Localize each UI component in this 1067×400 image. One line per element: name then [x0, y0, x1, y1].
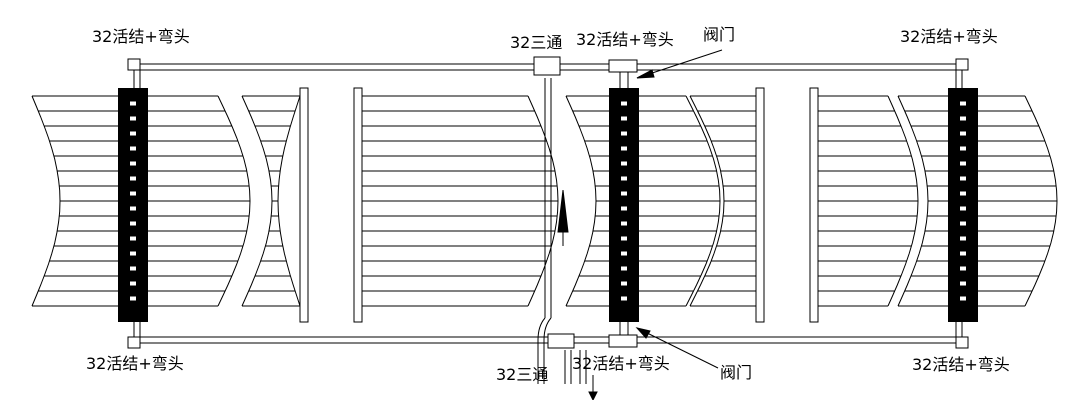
manifold-port [621, 101, 627, 106]
manifold-port [960, 101, 966, 106]
bundle-2 [241, 95, 301, 307]
manifold-port [130, 161, 136, 166]
manifold-port [621, 296, 627, 301]
manifold-port [130, 146, 136, 151]
manifold-3 [948, 88, 978, 322]
flow-arrows [557, 69, 655, 400]
manifold-port [621, 176, 627, 181]
manifold-port [960, 116, 966, 121]
manifold-port [621, 146, 627, 151]
tube-end-left [31, 95, 61, 307]
manifold-2 [609, 88, 639, 322]
label-valve-bottom: 阀门 [720, 363, 752, 382]
manifolds [118, 88, 978, 322]
end-plate [299, 87, 309, 323]
manifold-port [960, 221, 966, 226]
tube-end-right [1024, 95, 1058, 307]
manifold-port [960, 236, 966, 241]
manifold-port [130, 266, 136, 271]
valve-bottom-arrowhead [635, 327, 651, 339]
top-valve [608, 59, 638, 73]
label-union-elbow-top-mid: 32活结+弯头 [576, 30, 674, 49]
manifold-port [960, 296, 966, 301]
manifold-port [621, 131, 627, 136]
labels: 32活结+弯头 32三通 32活结+弯头 阀门 32活结+弯头 32活结+弯头 … [86, 25, 1010, 384]
manifold-port [960, 146, 966, 151]
manifold-port [621, 251, 627, 256]
tube-end-right [527, 95, 559, 307]
manifold-port [130, 131, 136, 136]
end-plate [809, 87, 819, 323]
manifold-port [621, 191, 627, 196]
label-tee-bottom: 32三通 [496, 365, 548, 384]
label-tee-top: 32三通 [510, 33, 562, 52]
tube-end-left [689, 95, 725, 307]
bundle-3 [359, 95, 559, 307]
manifold-port [130, 296, 136, 301]
flow-arrow-up [557, 189, 569, 233]
manifold-port [130, 221, 136, 226]
pipes [127, 49, 969, 384]
top-right-elbow [955, 58, 969, 71]
manifold-port [130, 191, 136, 196]
manifold-1 [118, 88, 148, 322]
manifold-port [130, 116, 136, 121]
label-union-elbow-top-right: 32活结+弯头 [900, 27, 998, 46]
manifold-port [130, 176, 136, 181]
valve-top-arrowhead [636, 69, 655, 79]
tube-end-right [277, 95, 301, 307]
tube-end-left [241, 95, 273, 307]
top-left-elbow [127, 58, 141, 71]
bottom-tee [547, 333, 575, 349]
manifold-port [130, 281, 136, 286]
bottom-left-elbow [127, 336, 141, 349]
label-valve-top: 阀门 [703, 25, 735, 44]
manifold-port [621, 221, 627, 226]
bottom-valve [608, 334, 638, 348]
label-union-elbow-bottom-right: 32活结+弯头 [912, 355, 1010, 374]
label-union-elbow-bottom-left: 32活结+弯头 [86, 354, 184, 373]
manifold-body [609, 88, 639, 322]
manifold-port [621, 116, 627, 121]
manifold-port [960, 161, 966, 166]
manifold-port [621, 266, 627, 271]
central-riser-bend [537, 317, 552, 384]
manifold-port [960, 251, 966, 256]
manifold-port [960, 176, 966, 181]
manifold-port [621, 206, 627, 211]
bundle-6 [813, 95, 919, 307]
tube-end-right [685, 95, 721, 307]
manifold-port [130, 236, 136, 241]
manifold-port [960, 266, 966, 271]
manifold-port [960, 191, 966, 196]
tube-end-right [217, 95, 251, 307]
end-plate [755, 87, 765, 323]
tube-end-left [897, 95, 929, 307]
end-plate [353, 87, 363, 323]
manifold-port [960, 131, 966, 136]
manifold-port [960, 281, 966, 286]
tube-end-right [887, 95, 919, 307]
manifold-body [118, 88, 148, 322]
label-union-elbow-bottom-mid: 32活结+弯头 [572, 354, 670, 373]
manifold-port [621, 161, 627, 166]
valve-bottom-leader [636, 327, 719, 369]
tube-end-left [565, 95, 597, 307]
manifold-port [130, 101, 136, 106]
label-union-elbow-top-left: 32活结+弯头 [92, 27, 190, 46]
top-tee [533, 56, 561, 76]
return-arrow-down [588, 391, 598, 400]
manifold-port [130, 251, 136, 256]
manifold-port [960, 206, 966, 211]
manifold-port [621, 281, 627, 286]
manifold-port [621, 236, 627, 241]
bottom-right-elbow [955, 336, 969, 349]
manifold-body [948, 88, 978, 322]
manifold-port [130, 206, 136, 211]
bundle-4 [565, 95, 721, 307]
